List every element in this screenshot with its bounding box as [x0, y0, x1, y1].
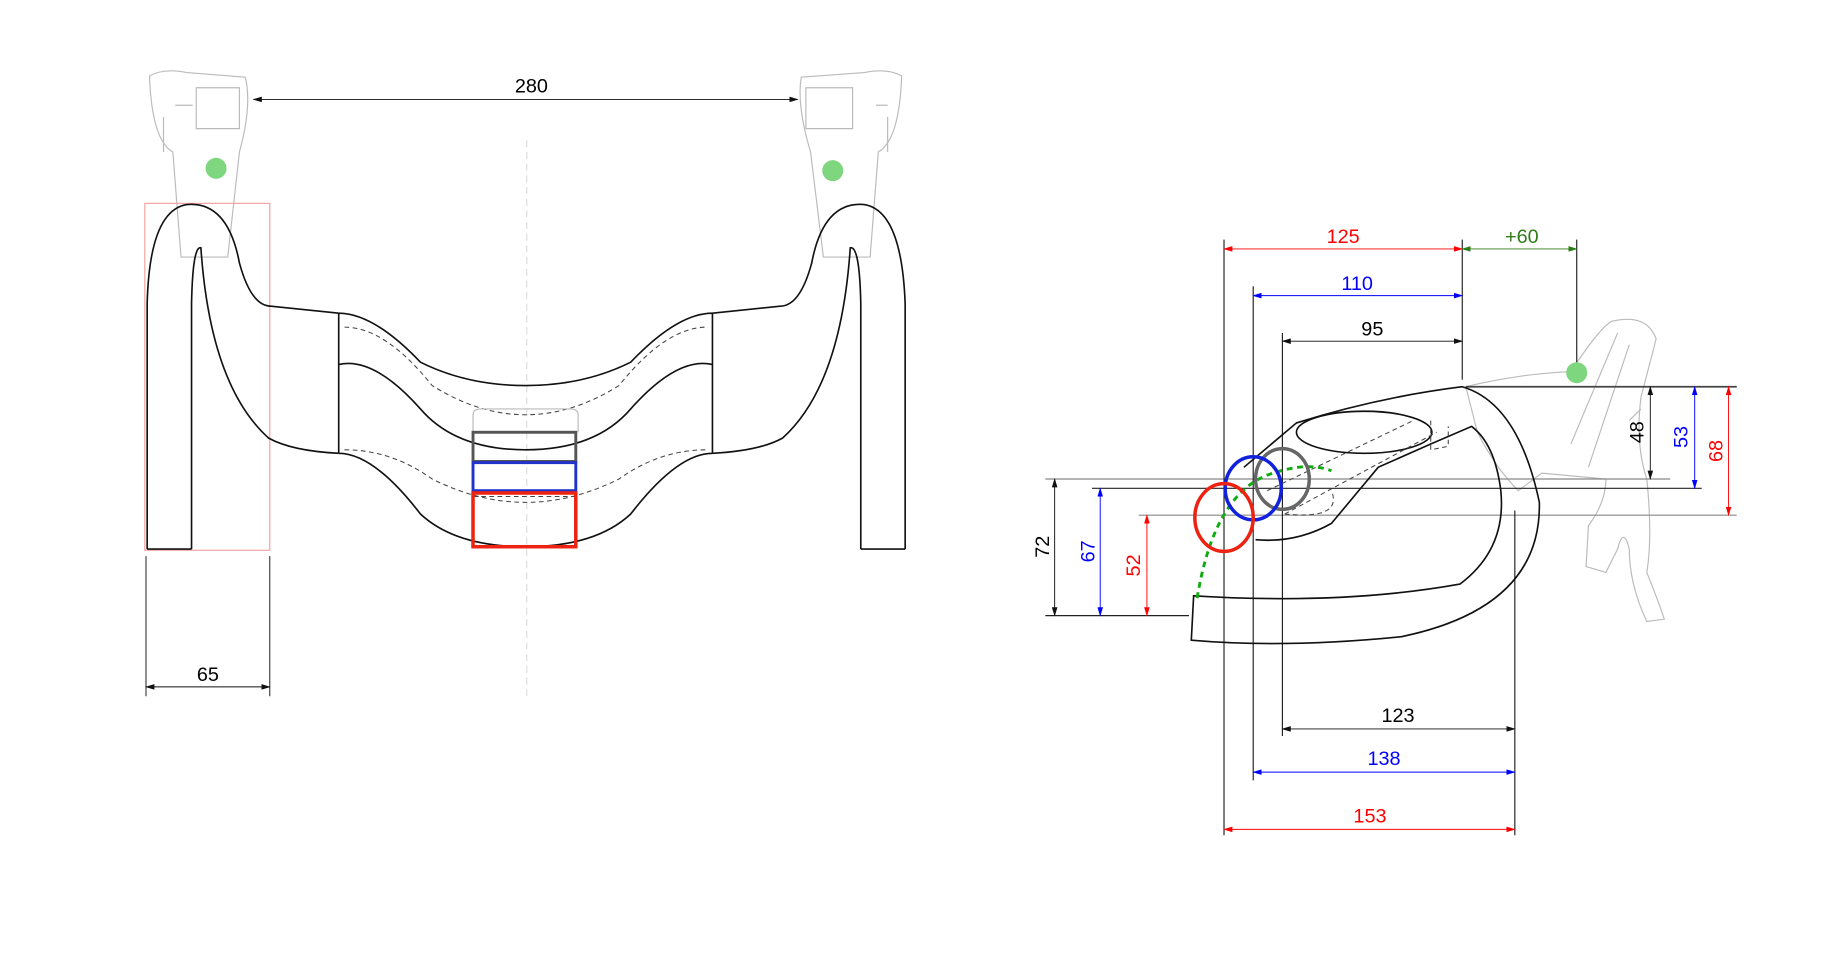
reach-125-label: 125	[1327, 226, 1360, 248]
drop-reach-123-label: 123	[1381, 705, 1414, 727]
center-section	[337, 312, 714, 548]
hood-offset-label: +60	[1505, 226, 1539, 248]
left-lever-hood	[148, 70, 249, 258]
hood-height-48-label: 48	[1626, 421, 1648, 443]
stem-clamp-opening	[1295, 410, 1433, 455]
reach-95-label: 95	[1361, 318, 1383, 340]
side-bar-profile	[1190, 385, 1541, 645]
hood-height-68-label: 68	[1706, 440, 1728, 462]
hand-position-arc	[1195, 465, 1333, 599]
drop-67-label: 67	[1077, 540, 1099, 562]
width-label: 280	[515, 75, 548, 97]
drop-reach-138-label: 138	[1367, 748, 1400, 770]
right-lever-hood	[799, 70, 903, 258]
clamp-red	[471, 491, 578, 549]
reference-lines	[1045, 239, 1737, 836]
side-view: 125 +60 110 95 123 138 153 72 67 52 48 5…	[1032, 226, 1737, 836]
right-hood-contact-point	[822, 160, 844, 182]
right-drop	[712, 203, 906, 550]
front-view: 280 65	[144, 70, 906, 701]
drop-reach-153-label: 153	[1353, 805, 1386, 827]
reach-110-label: 110	[1341, 273, 1373, 295]
clamp-blue	[471, 461, 578, 493]
left-hood-contact-point	[205, 157, 227, 179]
drop-reach-box	[144, 202, 271, 551]
position-circle-gray	[1253, 446, 1312, 512]
drop-reach-label: 65	[197, 664, 219, 686]
position-circle-red	[1193, 481, 1255, 554]
hood-height-53-label: 53	[1671, 426, 1693, 448]
left-drop	[146, 203, 339, 550]
drop-72-label: 72	[1032, 536, 1054, 558]
side-hood-contact-point	[1566, 362, 1588, 384]
side-lever-hood	[1465, 318, 1666, 623]
drop-52-label: 52	[1123, 554, 1145, 576]
